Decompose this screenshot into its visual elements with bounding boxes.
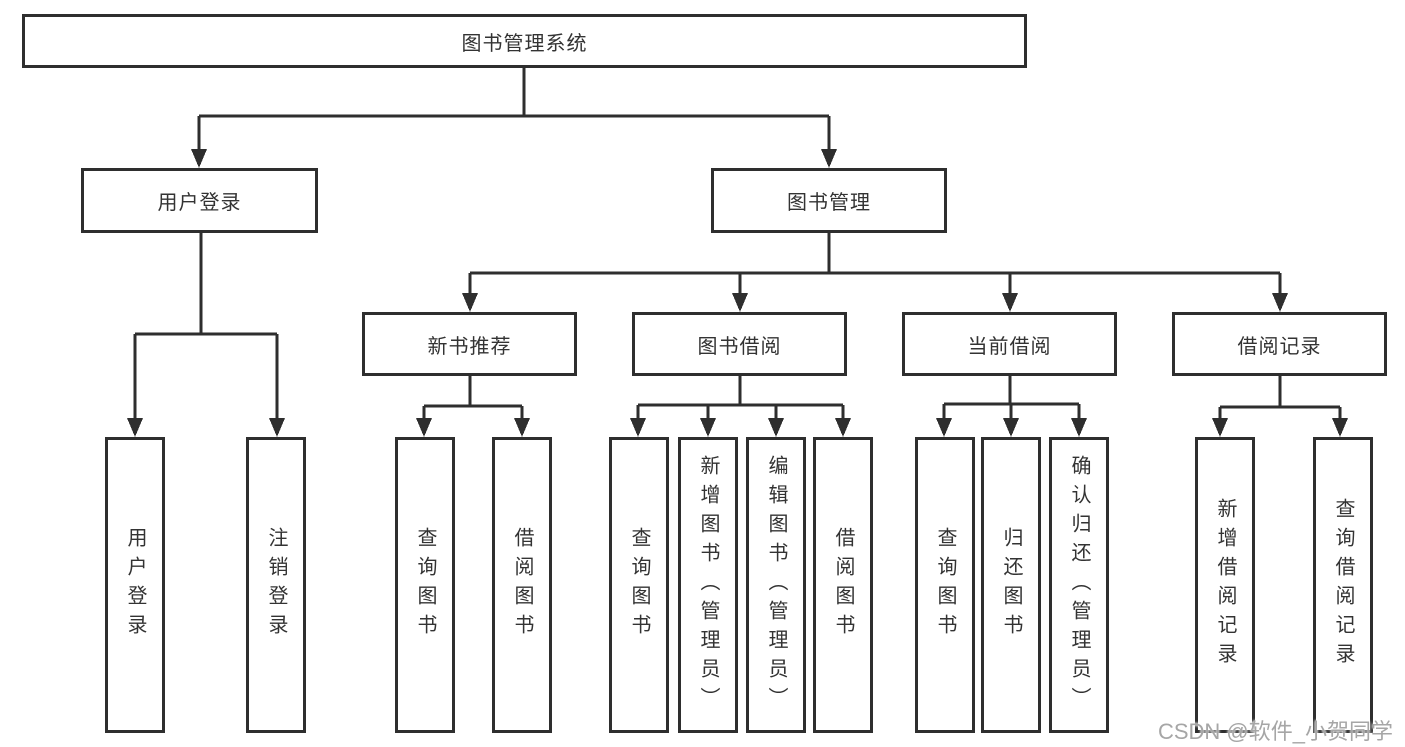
arrowhead — [1071, 418, 1087, 437]
arrowhead — [514, 418, 530, 437]
leaf-borrow-books-recommend: 借阅图书 — [492, 437, 552, 733]
connector-current-borrow-children — [936, 376, 1087, 437]
arrowhead — [821, 149, 837, 168]
node-label: 借阅记录 — [1237, 335, 1322, 358]
leaf-return-books: 归还图书 — [981, 437, 1041, 733]
arrowhead — [1003, 418, 1019, 437]
connector-book-borrow-children — [630, 376, 851, 437]
node-label: 归还图书 — [1000, 527, 1022, 643]
node-label: 用户登录 — [157, 192, 242, 214]
line — [468, 232, 1282, 300]
line — [636, 376, 845, 424]
arrowhead — [191, 149, 207, 168]
node-label: 查询图书 — [934, 527, 956, 643]
leaf-add-books-admin: 新增图书（管理员） — [678, 437, 738, 733]
arrowhead — [835, 418, 851, 437]
arrowhead — [1212, 418, 1228, 437]
node-library-management-system: 图书管理系统 — [22, 14, 1027, 68]
node-label: 图书管理 — [787, 192, 871, 214]
node-label: 新增图书（管理员） — [697, 454, 719, 716]
node-label: 新增借阅记录 — [1214, 498, 1236, 672]
node-current-borrowing: 当前借阅 — [902, 312, 1117, 376]
node-book-management: 图书管理 — [711, 168, 947, 233]
connector-user-login-children — [127, 232, 285, 437]
leaf-query-borrow-record: 查询借阅记录 — [1313, 437, 1373, 733]
leaf-add-borrow-record: 新增借阅记录 — [1195, 437, 1255, 733]
leaf-confirm-return-admin: 确认归还（管理员） — [1049, 437, 1109, 733]
node-new-book-recommendation: 新书推荐 — [362, 312, 577, 376]
arrowhead — [1272, 293, 1288, 312]
arrowhead — [462, 293, 478, 312]
connector-root-to-level1 — [191, 68, 837, 168]
node-user-login: 用户登录 — [81, 168, 318, 233]
node-label: 用户登录 — [124, 527, 146, 643]
line — [197, 68, 831, 152]
leaf-edit-books-admin: 编辑图书（管理员） — [746, 437, 806, 733]
node-label: 图书借阅 — [697, 335, 782, 358]
arrowhead — [768, 418, 784, 437]
arrowhead — [1332, 418, 1348, 437]
leaf-logout: 注销登录 — [246, 437, 306, 733]
node-label: 查询图书 — [628, 527, 650, 643]
line — [422, 376, 524, 424]
line — [942, 376, 1081, 424]
line — [133, 232, 279, 424]
node-label: 新书推荐 — [427, 335, 512, 358]
arrowhead — [700, 418, 716, 437]
node-label: 借阅图书 — [832, 527, 854, 643]
connector-new-book-children — [416, 376, 530, 437]
arrowhead — [732, 293, 748, 312]
arrowhead — [416, 418, 432, 437]
arrowhead — [1002, 293, 1018, 312]
arrowhead — [936, 418, 952, 437]
node-label: 当前借阅 — [967, 335, 1052, 358]
leaf-borrow-books-borrowing: 借阅图书 — [813, 437, 873, 733]
node-label: 借阅图书 — [511, 527, 533, 643]
arrowhead — [127, 418, 143, 437]
arrowhead — [269, 418, 285, 437]
node-label: 查询图书 — [414, 527, 436, 643]
node-label: 查询借阅记录 — [1332, 498, 1354, 672]
csdn-watermark: CSDN @软件_小贺同学 — [1157, 719, 1393, 744]
connector-book-management-children — [462, 232, 1288, 312]
node-label: 确认归还（管理员） — [1068, 454, 1090, 716]
leaf-query-books-borrowing: 查询图书 — [609, 437, 669, 733]
node-label: 编辑图书（管理员） — [765, 454, 787, 716]
leaf-query-books-current: 查询图书 — [915, 437, 975, 733]
leaf-user-login: 用户登录 — [105, 437, 165, 733]
arrowhead — [630, 418, 646, 437]
node-label: 注销登录 — [265, 527, 287, 643]
node-borrowing-records: 借阅记录 — [1172, 312, 1387, 376]
node-label: 图书管理系统 — [461, 32, 588, 55]
leaf-query-books-recommend: 查询图书 — [395, 437, 455, 733]
connector-borrow-records-children — [1212, 376, 1348, 437]
node-book-borrowing: 图书借阅 — [632, 312, 847, 376]
line — [1218, 376, 1342, 424]
